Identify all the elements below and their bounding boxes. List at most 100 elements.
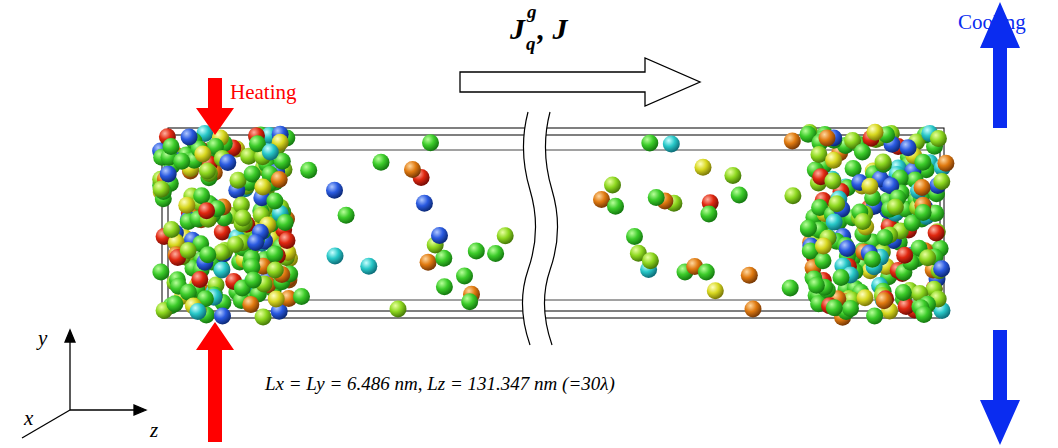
particle (277, 214, 294, 231)
particle (416, 195, 433, 212)
axis-label: x (24, 408, 33, 429)
particle (828, 195, 845, 212)
particle (198, 202, 215, 219)
particle (604, 177, 621, 194)
particle (642, 252, 659, 269)
particle (279, 232, 296, 249)
particle (497, 227, 514, 244)
particle (745, 301, 762, 318)
particle (468, 243, 485, 260)
heating-arrow (196, 322, 234, 442)
particle (431, 227, 448, 244)
particle (254, 178, 271, 195)
particle (420, 254, 437, 271)
particle (648, 189, 665, 206)
particle (160, 166, 177, 183)
particle (199, 246, 216, 263)
flux-superscript: g (527, 2, 537, 21)
particle (815, 238, 832, 255)
particle (808, 277, 825, 294)
particle (857, 289, 874, 306)
particle (390, 301, 407, 318)
particle (815, 252, 832, 269)
dimension-text: Lx = Ly = 6.486 nm, Lz = 131.347 nm (=30… (265, 374, 615, 393)
particle (876, 292, 893, 309)
particle (914, 179, 931, 196)
axis-label: z (150, 420, 158, 441)
particle (707, 282, 724, 299)
particle (824, 173, 841, 190)
particle (861, 178, 878, 195)
particle (152, 264, 169, 281)
particle (663, 136, 680, 153)
flux-arrow (460, 58, 700, 106)
particle (784, 187, 801, 204)
heating-label: Heating (230, 82, 296, 103)
particle (219, 154, 236, 171)
particle (928, 225, 945, 242)
particle (242, 296, 259, 313)
particle (300, 162, 317, 179)
flux-symbol: , J (538, 14, 568, 44)
particle (234, 210, 251, 227)
particle (695, 159, 712, 176)
particle (784, 133, 801, 150)
particle (698, 264, 715, 281)
particle (933, 173, 950, 190)
flux-symbol: J (510, 14, 525, 44)
particle (247, 234, 264, 251)
particle (741, 267, 758, 284)
particle (895, 284, 912, 301)
particle (153, 181, 170, 198)
particle (178, 197, 195, 214)
particle (338, 207, 355, 224)
particle (163, 221, 180, 238)
particle (181, 128, 198, 145)
axis-head (134, 405, 146, 415)
particle (724, 167, 741, 184)
particle (900, 139, 917, 156)
axis-label: y (38, 328, 47, 349)
particle (607, 198, 624, 215)
cooling-arrow (980, 330, 1020, 445)
particle (166, 295, 183, 312)
particle (854, 143, 871, 160)
particle (199, 163, 216, 180)
particle (262, 143, 279, 160)
particle (373, 154, 390, 171)
particle (782, 280, 799, 297)
particle (267, 261, 284, 278)
particle (266, 245, 283, 262)
axis-line (69, 338, 70, 410)
particle (214, 308, 231, 325)
break-band (522, 112, 557, 345)
particle (626, 228, 643, 245)
particle (327, 248, 344, 265)
particle (293, 288, 310, 305)
particle (487, 245, 504, 262)
particle (163, 138, 180, 155)
particle (641, 134, 658, 151)
particle (875, 153, 892, 170)
particle (937, 155, 954, 172)
particle (919, 249, 936, 266)
particle (326, 182, 343, 199)
particle (876, 229, 893, 246)
particle (360, 258, 377, 275)
particle (842, 300, 859, 317)
particle (193, 187, 210, 204)
particle (245, 272, 262, 289)
particle (255, 309, 272, 326)
particle (933, 260, 950, 277)
particle (825, 152, 842, 169)
flux-subscript: q (526, 34, 536, 53)
particle (700, 205, 717, 222)
heating-arrow (196, 78, 234, 135)
particle (271, 171, 288, 188)
particle (866, 308, 883, 325)
cooling-label: Cooling (958, 12, 1026, 33)
particle (227, 236, 244, 253)
particle (173, 153, 190, 170)
particle (864, 251, 881, 268)
particle (800, 219, 817, 236)
